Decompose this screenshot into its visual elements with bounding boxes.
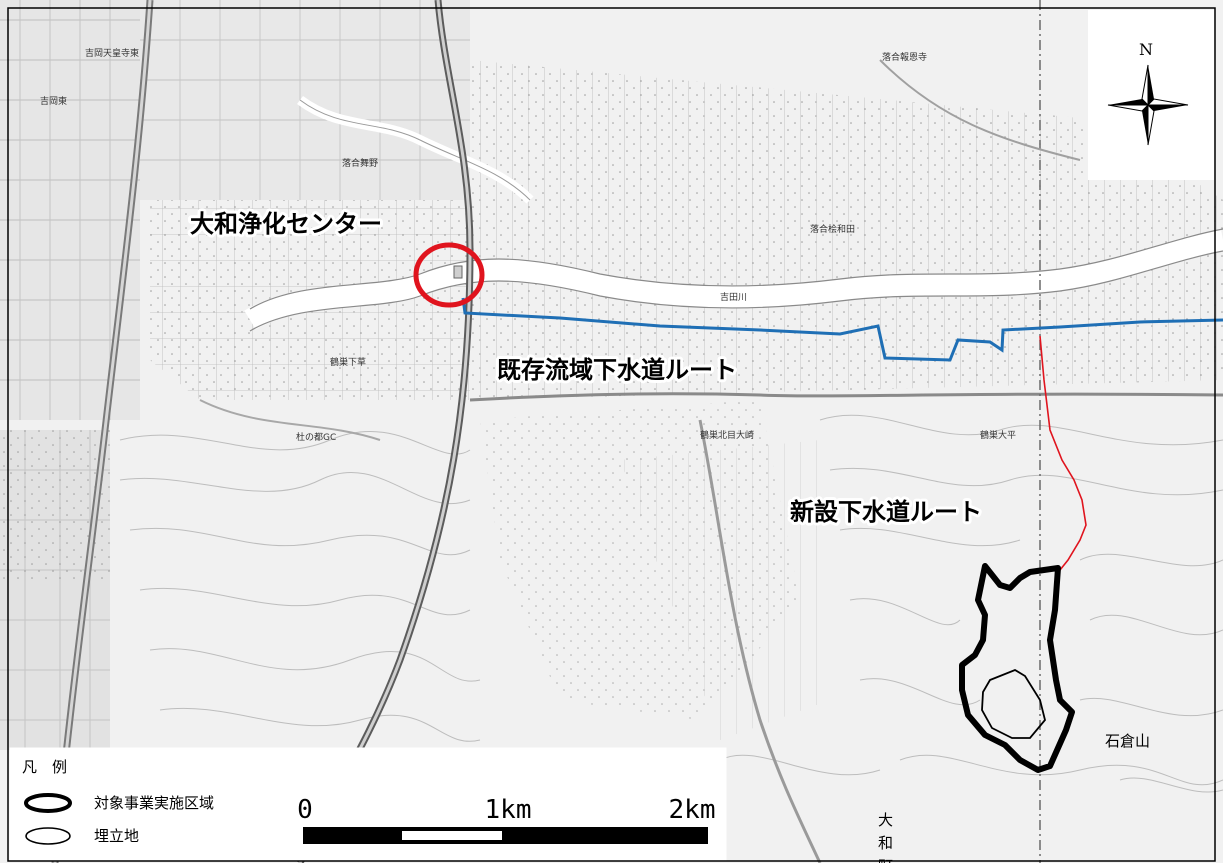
svg-text:吉岡東: 吉岡東	[40, 95, 67, 107]
landfill-boundary[interactable]	[981, 668, 1046, 739]
scale-bar: 0 1km 2km	[297, 795, 715, 844]
existing-sewer-route-line	[461, 297, 1223, 362]
existing-route-label: 既存流域下水道ルート	[497, 356, 737, 384]
town-char-2: 和	[878, 834, 893, 852]
town-char-3: 町	[878, 857, 893, 863]
north-label: N	[1139, 40, 1153, 59]
svg-text:落合桧和田: 落合桧和田	[810, 223, 855, 235]
map-border	[7, 7, 1216, 862]
treatment-center-label: 大和浄化センター	[190, 210, 382, 238]
compass-icon	[1107, 64, 1189, 146]
scale-tick-1: 1km	[485, 795, 532, 825]
project-area-boundary[interactable]	[959, 563, 1075, 773]
new-sewer-route-line	[1039, 335, 1087, 571]
svg-text:落合報恩寺: 落合報恩寺	[882, 51, 927, 63]
thick-ellipse-icon	[24, 793, 72, 813]
treatment-center-marker[interactable]	[413, 242, 485, 308]
svg-text:吉岡天皇寺東: 吉岡天皇寺東	[85, 47, 139, 59]
thin-ellipse-icon	[25, 827, 71, 845]
legend-item-project-area: 対象事業実施区域	[94, 794, 214, 812]
scale-tick-2: 2km	[669, 795, 716, 825]
svg-text:落合舞野: 落合舞野	[342, 157, 378, 169]
new-route-label: 新設下水道ルート	[790, 498, 982, 526]
svg-text:鶴巣北目大崎: 鶴巣北目大崎	[700, 429, 754, 441]
legend-item-landfill: 埋立地	[94, 827, 139, 845]
river	[244, 95, 1223, 332]
paddy-fields	[0, 60, 1223, 740]
legend-title: 凡 例	[22, 758, 67, 776]
svg-text:鶴巣大平: 鶴巣大平	[980, 429, 1016, 441]
map-small-annotations: 吉岡東 吉岡天皇寺東 落合舞野 落合桧和田 鶴巣北目大崎 鶴巣大平 鶴巣下草 落…	[40, 47, 1016, 443]
svg-text:鶴巣下草: 鶴巣下草	[330, 356, 366, 368]
town-char-1: 大	[878, 811, 893, 829]
svg-text:杜の都GC: 杜の都GC	[296, 431, 336, 443]
scale-tick-0: 0	[297, 795, 313, 825]
mountain-label: 石倉山	[1105, 732, 1150, 750]
north-arrow: N	[1088, 10, 1214, 180]
svg-text:吉田川: 吉田川	[720, 292, 747, 303]
